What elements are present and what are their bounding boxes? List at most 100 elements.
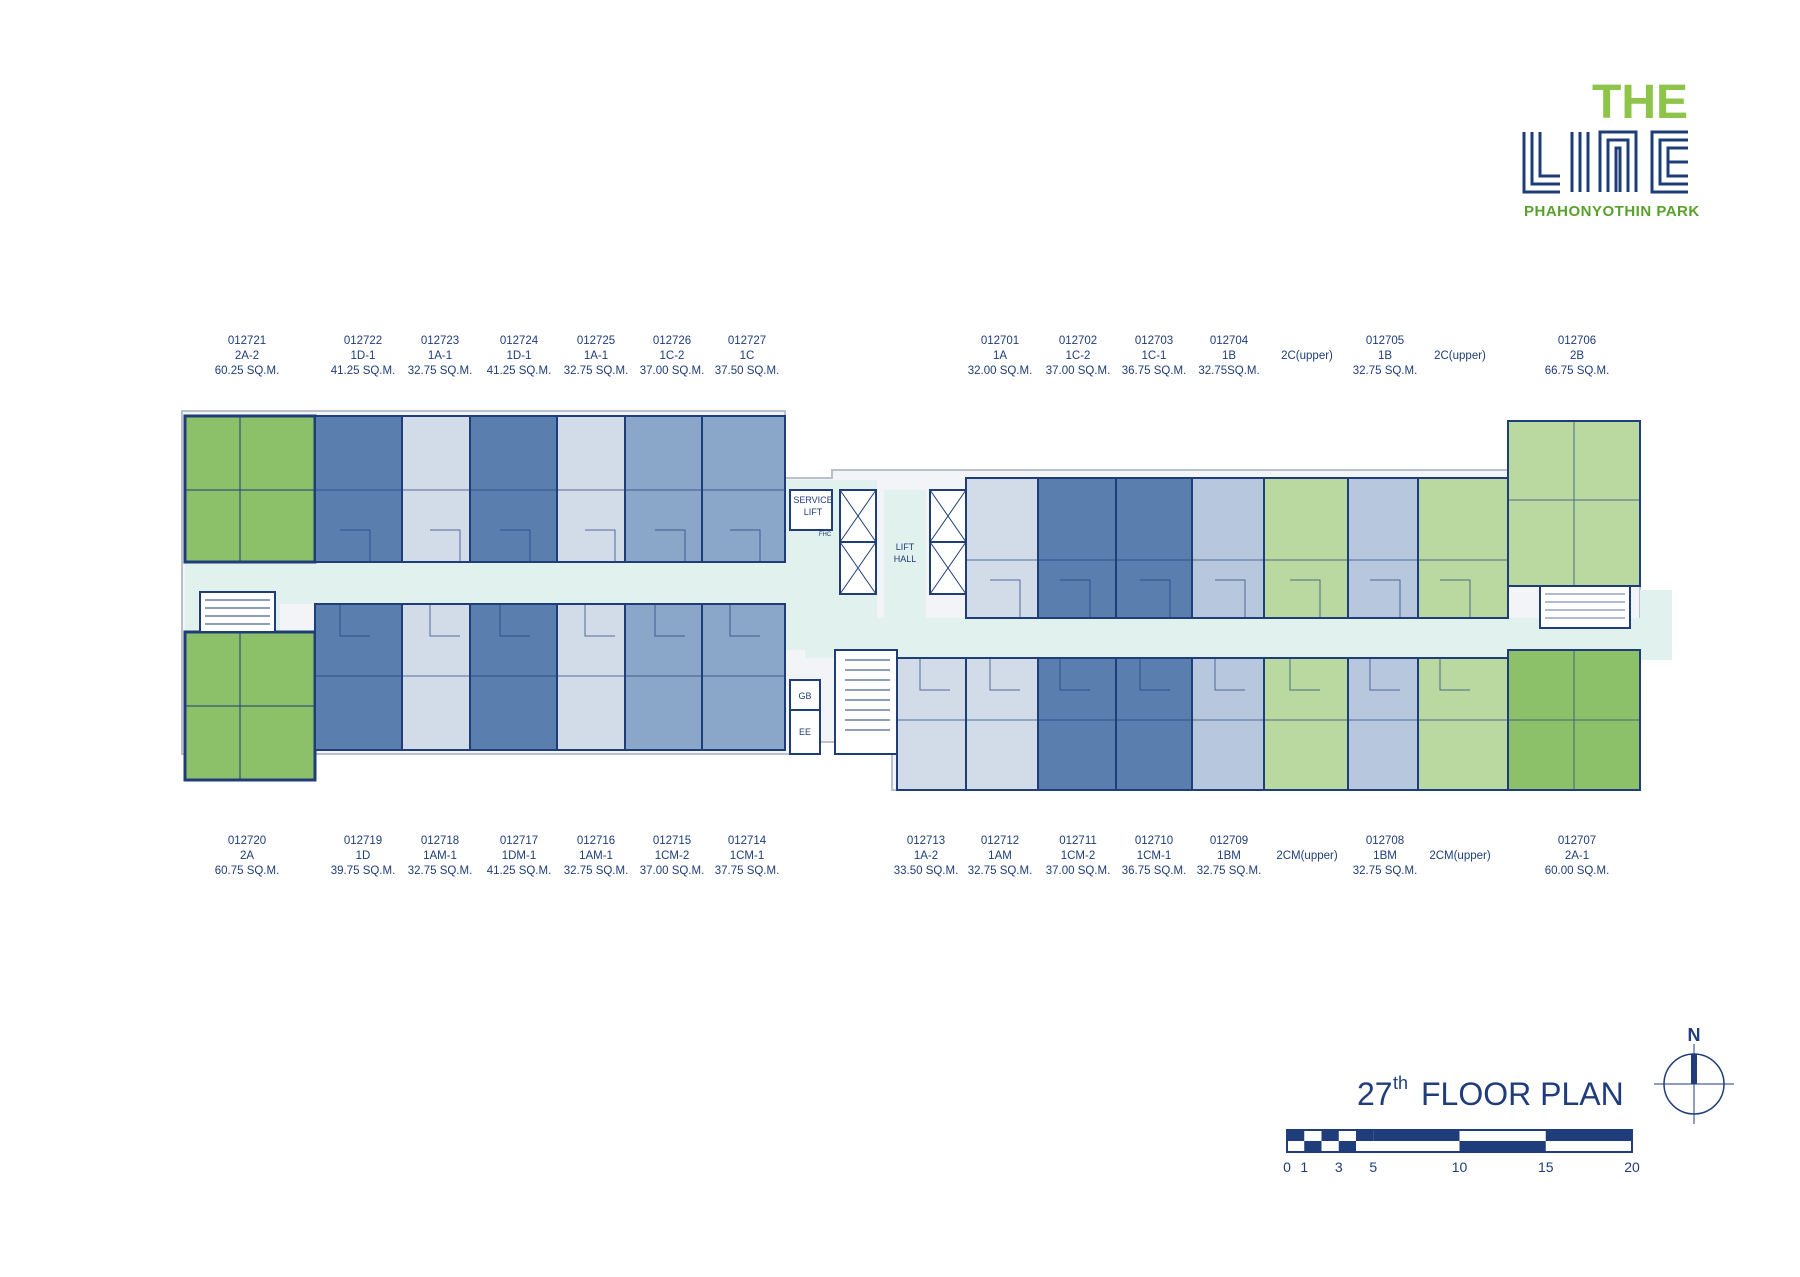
north-label: N (1688, 1025, 1701, 1045)
title-floor-number: 27 (1357, 1076, 1393, 1112)
service-lift-label-2: LIFT (804, 507, 823, 517)
top-unit-code: 012727 (728, 335, 766, 347)
bottom-unit-area: 60.75 SQ.M. (215, 865, 280, 877)
bottom-unit-code: 012714 (728, 835, 767, 847)
bottom-unit-type: 1A-2 (914, 850, 938, 862)
bottom-unit-type: 1CM-1 (730, 850, 765, 862)
title-text: FLOOR PLAN (1421, 1076, 1624, 1112)
scale-cell (1321, 1130, 1339, 1141)
bottom-unit-area: 36.75 SQ.M. (1122, 865, 1187, 877)
bottom-unit-type: 1AM (988, 850, 1012, 862)
top-unit-area: 41.25 SQ.M. (487, 365, 552, 377)
scale-tick-label: 0 (1283, 1159, 1291, 1175)
bottom-unit-type: 1AM-1 (423, 850, 457, 862)
east-corridor-end (1640, 590, 1672, 660)
bottom-unit-type: 2A (240, 850, 254, 862)
top-unit-code: 012703 (1135, 335, 1173, 347)
scale-cell (1304, 1141, 1322, 1152)
top-unit-code: 012724 (500, 335, 539, 347)
north-compass: N (1654, 1025, 1734, 1124)
top-unit-code: 012722 (344, 335, 382, 347)
bottom-unit-code: 012709 (1210, 835, 1248, 847)
unit-labels-top: 012721 2A-2 60.25 SQ.M. 012722 1D-1 41.25 SQ.… (215, 335, 1610, 377)
bottom-unit-type: 1BM (1217, 850, 1241, 862)
top-unit-area: 37.50 SQ.M. (715, 365, 780, 377)
bottom-unit-area: 32.75 SQ.M. (1197, 865, 1262, 877)
logo-subtitle: PHAHONYOTHIN PARK (1524, 203, 1700, 220)
top-unit-type: 2A-2 (235, 350, 259, 362)
bottom-unit-type: 2CM(upper) (1429, 850, 1491, 862)
bottom-unit-area: 37.75 SQ.M. (715, 865, 780, 877)
top-unit-type: 2C(upper) (1434, 350, 1486, 362)
service-lift-label: SERVICE (793, 495, 832, 505)
title-floor-suffix: th (1393, 1073, 1408, 1093)
bottom-unit-type: 1DM-1 (502, 850, 537, 862)
unit-012721 (183, 414, 317, 564)
bottom-unit-type: 1D (356, 850, 371, 862)
scale-tick-label: 15 (1538, 1159, 1554, 1175)
top-unit-area: 41.25 SQ.M. (331, 365, 396, 377)
top-unit-type: 1A-1 (428, 350, 452, 362)
logo-line-wordmark (1522, 130, 1688, 194)
lift-hall-label: LIFT (896, 542, 915, 552)
bottom-unit-area: 39.75 SQ.M. (331, 865, 396, 877)
lift-hall-label-2: HALL (894, 554, 917, 564)
gb-label: GB (798, 691, 811, 701)
scale-tick-label: 5 (1369, 1159, 1377, 1175)
bottom-unit-code: 012717 (500, 835, 538, 847)
top-unit-type: 2C(upper) (1281, 350, 1333, 362)
top-unit-type: 1C-2 (660, 350, 685, 362)
scale-band (1373, 1130, 1460, 1141)
top-unit-type: 2B (1570, 350, 1584, 362)
bottom-unit-area: 41.25 SQ.M. (487, 865, 552, 877)
bottom-unit-code: 012712 (981, 835, 1019, 847)
bottom-unit-code: 012711 (1059, 835, 1097, 847)
bottom-unit-code: 012716 (577, 835, 615, 847)
west-corridor (185, 562, 790, 604)
bottom-unit-area: 37.00 SQ.M. (1046, 865, 1111, 877)
west-bottom-units (314, 603, 786, 751)
scale-tick-label: 20 (1624, 1159, 1640, 1175)
top-unit-area: 66.75 SQ.M. (1545, 365, 1610, 377)
west-stair (199, 591, 276, 633)
top-unit-code: 012702 (1059, 335, 1097, 347)
bottom-unit-type: 2A-1 (1565, 850, 1589, 862)
bottom-unit-area: 33.50 SQ.M. (894, 865, 959, 877)
top-unit-code: 012726 (653, 335, 691, 347)
ee-label: EE (799, 727, 811, 737)
top-unit-type: 1B (1222, 350, 1236, 362)
bottom-unit-code: 012708 (1366, 835, 1404, 847)
top-unit-area: 32.75SQ.M. (1198, 365, 1259, 377)
bottom-unit-code: 012719 (344, 835, 382, 847)
top-unit-area: 32.00 SQ.M. (968, 365, 1033, 377)
top-unit-code: 012721 (228, 335, 266, 347)
top-unit-type: 1B (1378, 350, 1392, 362)
bottom-unit-area: 32.75 SQ.M. (564, 865, 629, 877)
fhc-label: FHC (819, 532, 832, 538)
bottom-unit-type: 1CM-1 (1137, 850, 1172, 862)
bottom-unit-code: 012713 (907, 835, 945, 847)
top-unit-area: 60.25 SQ.M. (215, 365, 280, 377)
bottom-unit-code: 012718 (421, 835, 459, 847)
top-unit-type: 1D-1 (351, 350, 376, 362)
bottom-unit-type: 1BM (1373, 850, 1397, 862)
bottom-unit-code: 012707 (1558, 835, 1596, 847)
scale-tick-label: 3 (1335, 1159, 1343, 1175)
top-unit-type: 1C (740, 350, 755, 362)
top-unit-type: 1A (993, 350, 1007, 362)
bottom-unit-type: 1CM-2 (655, 850, 690, 862)
bottom-unit-area: 32.75 SQ.M. (1353, 865, 1418, 877)
scale-tick-label: 1 (1300, 1159, 1308, 1175)
bottom-unit-code: 012710 (1135, 835, 1173, 847)
building-footprint: SERVICE LIFT LIFT HALL GB EE FHC (181, 410, 1672, 791)
top-unit-code: 012723 (421, 335, 459, 347)
east-corridor (805, 618, 1640, 658)
brand-logo: THE PHAHONYOTHIN PARK (1522, 76, 1700, 220)
top-unit-area: 32.75 SQ.M. (564, 365, 629, 377)
top-unit-area: 37.00 SQ.M. (640, 365, 705, 377)
scale-band (1459, 1141, 1546, 1152)
